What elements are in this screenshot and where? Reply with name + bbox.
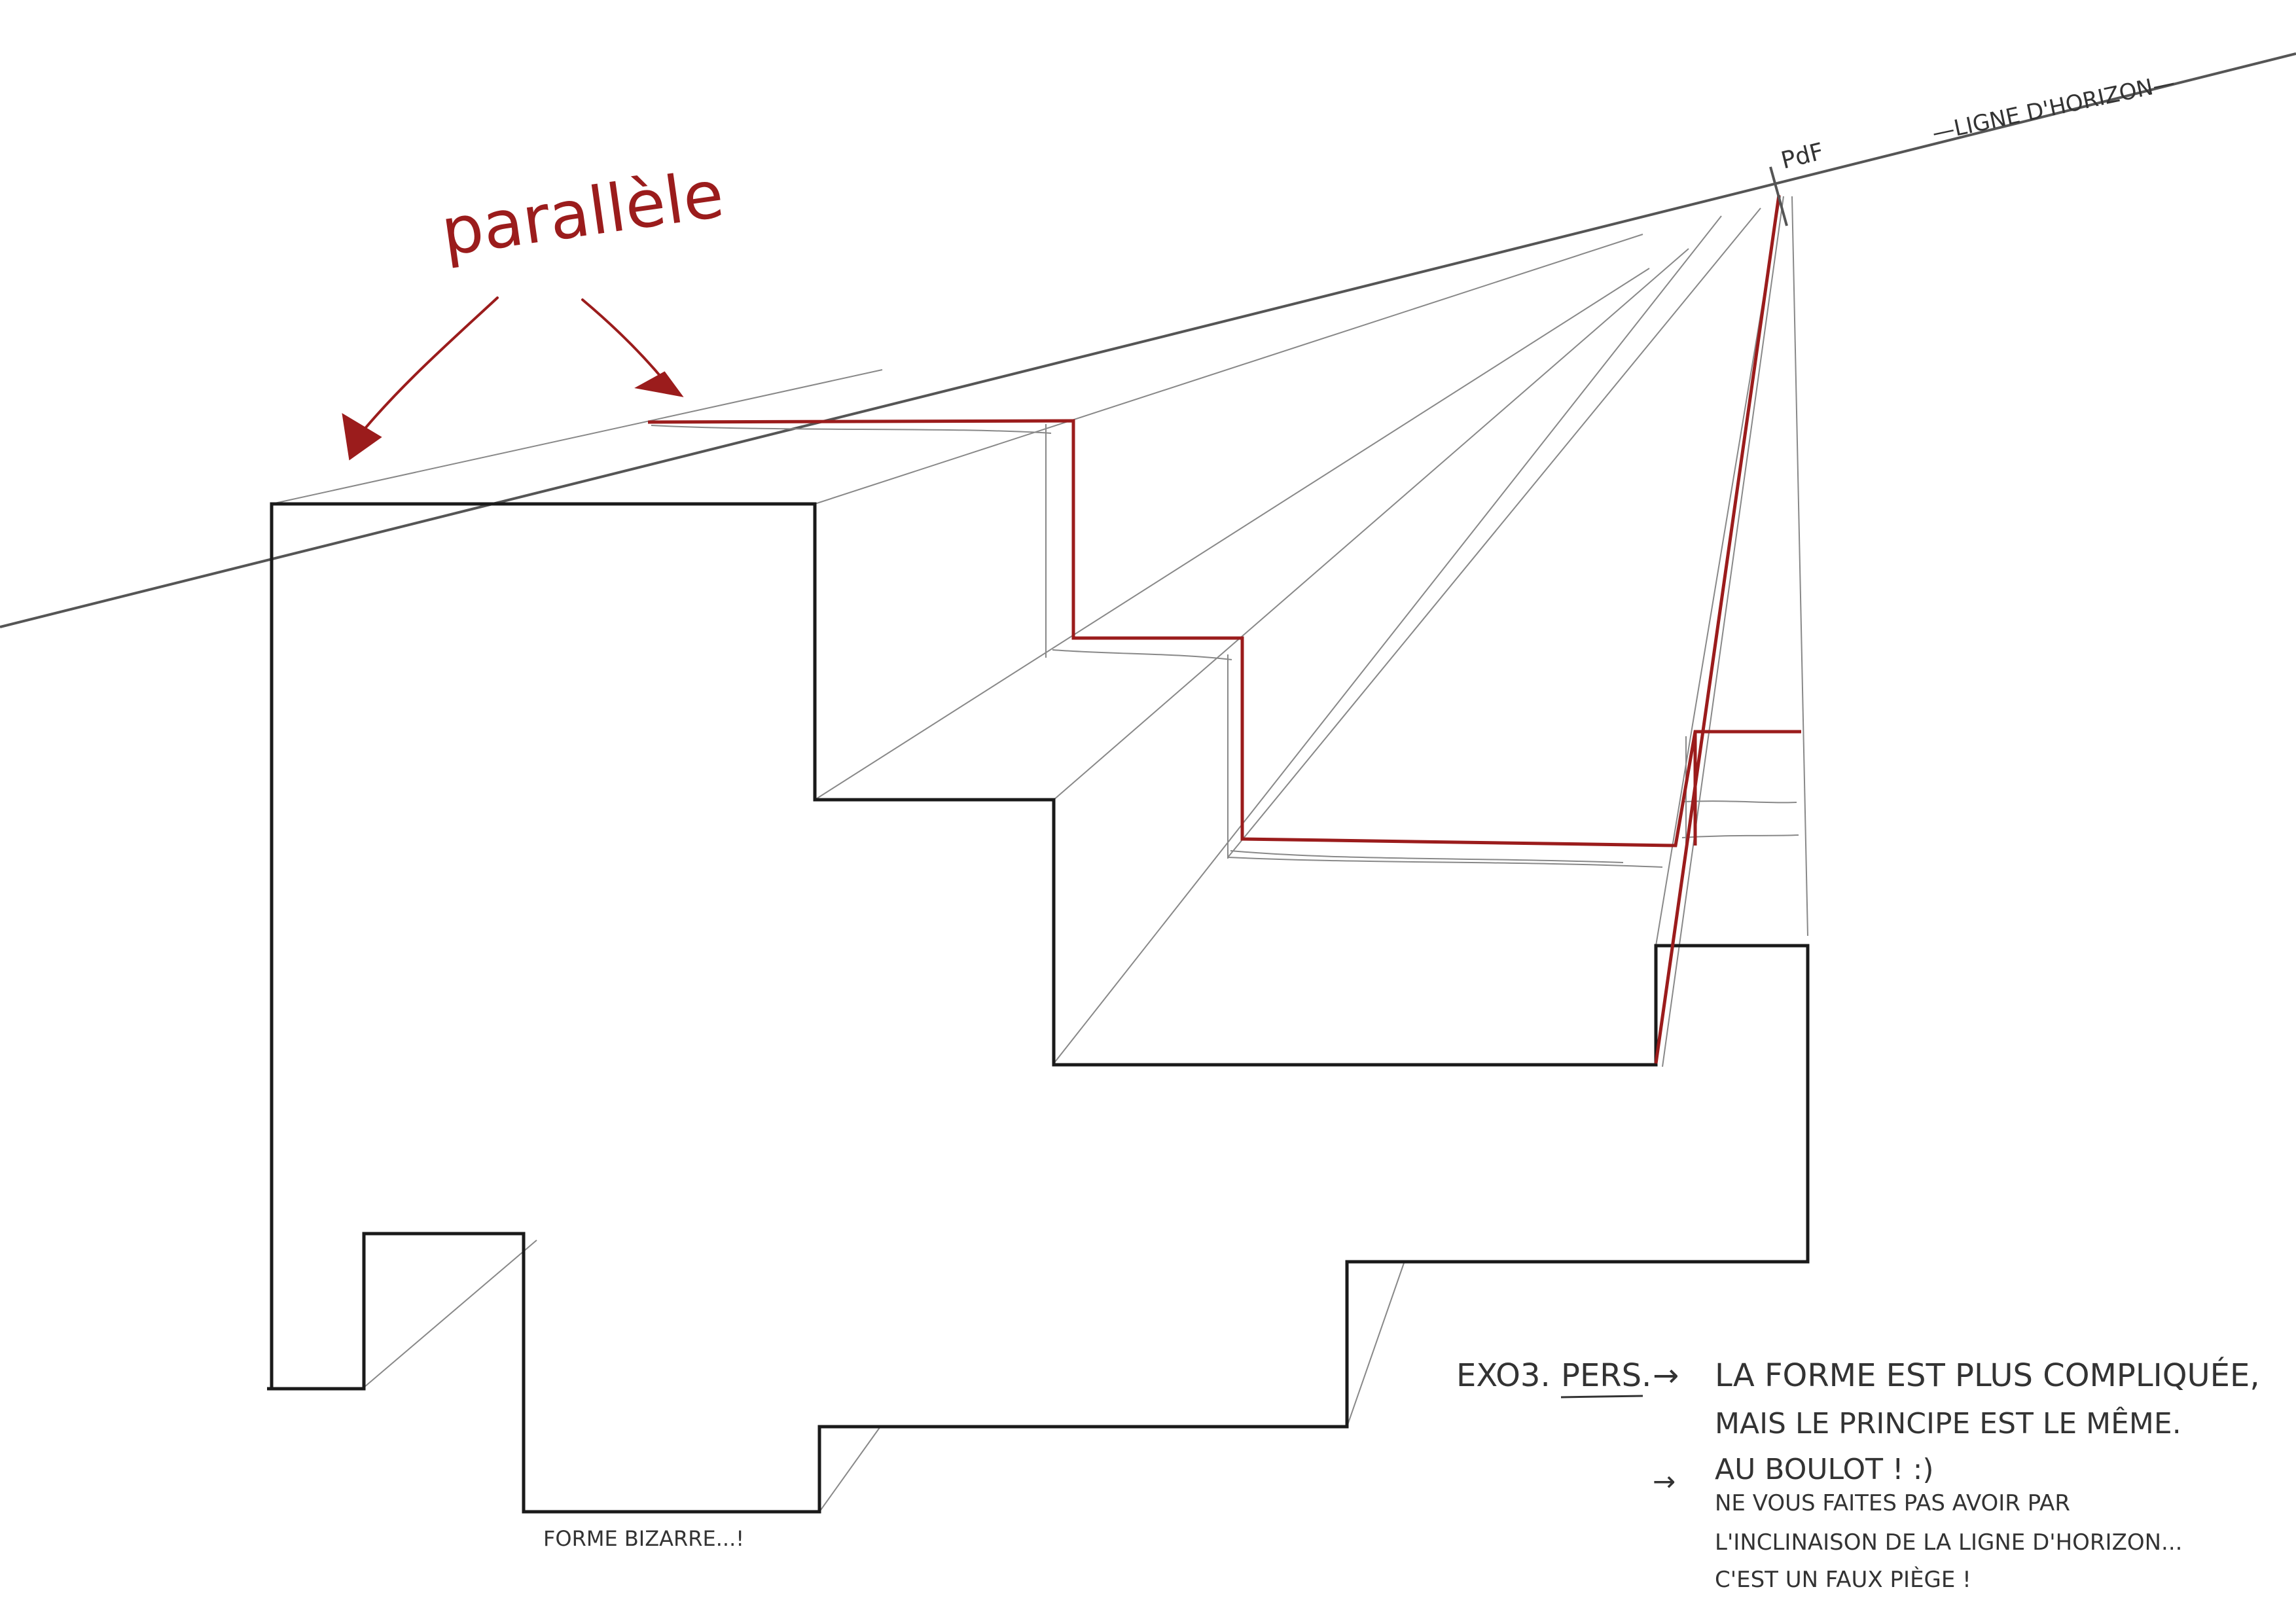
arrow-left <box>355 296 499 440</box>
arrow-right <box>581 298 669 386</box>
note-line-4: NE VOUS FAITES PAS AVOIR PAR <box>1715 1490 2070 1516</box>
vanishing-point-label: PdF <box>1778 138 1826 175</box>
note-line-2: MAIS LE PRINCIPE EST LE MÊME. <box>1715 1406 2181 1440</box>
arrowhead-right <box>634 371 684 397</box>
exercise-note: EXO3. PERS. → LA FORME EST PLUS COMPLIQU… <box>1456 1357 2260 1593</box>
note-line-1: LA FORME EST PLUS COMPLIQUÉE, <box>1715 1357 2260 1394</box>
exercise-title: EXO3. <box>1456 1357 1551 1394</box>
note-line-6: C'EST UN FAUX PIÈGE ! <box>1715 1566 1971 1593</box>
note-line-5: L'INCLINAISON DE LA LIGNE D'HORIZON... <box>1715 1529 2182 1556</box>
shape-label: FORME BIZARRE...! <box>543 1526 744 1551</box>
arrowhead-left <box>342 413 382 461</box>
red-back-contour <box>647 194 1801 1064</box>
horizon-label: —LIGNE D'HORIZON— <box>1930 69 2178 147</box>
parallel-arrows <box>342 296 684 461</box>
parallel-label: parallèle <box>437 156 728 271</box>
note-line-3: AU BOULOT ! :) <box>1715 1453 1934 1486</box>
note-arrow-1: → <box>1653 1357 1679 1394</box>
shape-outline <box>267 502 1810 1514</box>
note-arrow-2: → <box>1653 1465 1676 1497</box>
vanishing-point-tick <box>1769 166 1788 226</box>
subject-underline <box>1560 1395 1643 1399</box>
construction-lines <box>271 196 1808 1512</box>
exercise-subject: PERS. <box>1561 1357 1651 1394</box>
horizon-line <box>0 52 2296 628</box>
